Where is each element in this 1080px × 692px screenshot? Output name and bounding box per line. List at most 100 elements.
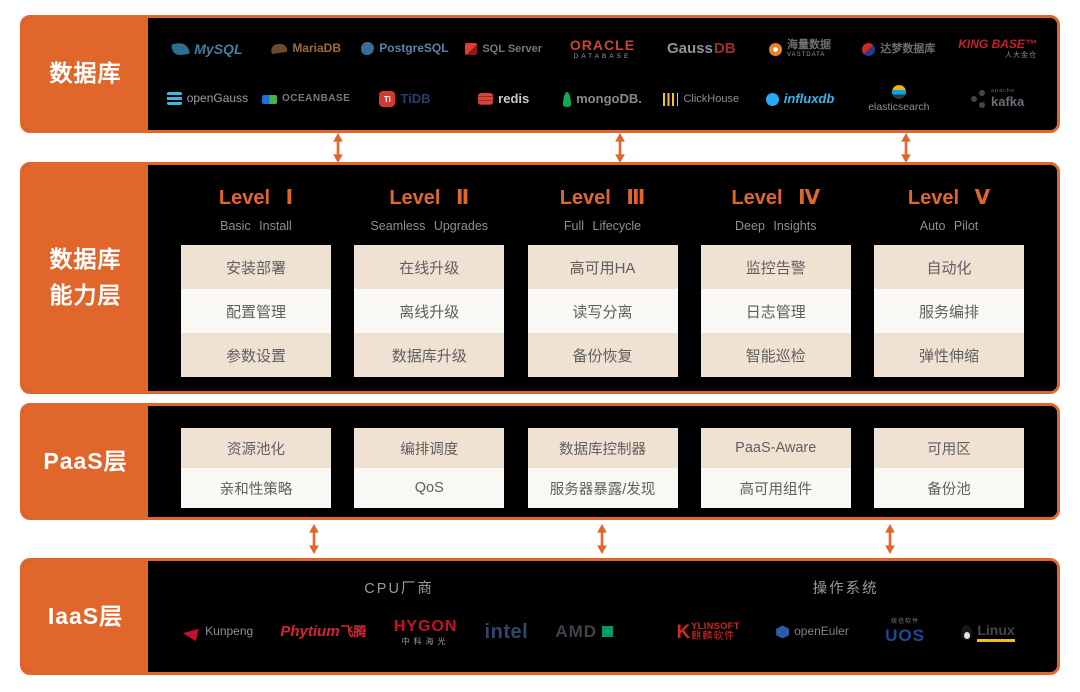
tidb-main-text: TiDB [400,90,431,106]
double-arrow-icon [882,524,898,554]
double-arrow-icon [330,133,346,163]
clickhouse-main-text: ClickHouse [683,92,740,105]
postgresql-logo: PostgreSQL [361,41,449,56]
capability-cell: 高可用HA [527,245,678,289]
intel-main-text: intel [484,620,529,643]
phytium-main-text: Phytium [280,623,340,641]
kafka-main-text: kafka [990,93,1025,109]
uos-subtext: 统信软件 [891,618,920,625]
phytium-secondary-text: 飞腾 [340,624,367,640]
mysql-wordmark: MySQL [194,41,242,57]
kingbase-main-text: KING BASE™ [958,37,1037,52]
redis-logo: redis [478,91,529,107]
paas-cell: QoS [354,468,505,508]
kafka-icon [970,96,977,102]
iaas-layer-label: IaaS层 [23,561,148,672]
database-layer-label: 数据库 [23,18,148,130]
capability-cell: 服务编排 [874,289,1024,333]
oracle-main-text: ORACLE [569,37,636,54]
tidb-wordmark: TiDB [400,90,431,107]
uos-main-text: UOS [885,625,925,645]
tidb-icon: Ti [379,91,396,107]
vastdata-main-text: 海量数据 [787,39,832,52]
kylinsoft-icon: K [677,623,691,642]
sqlserver-main-text: SQL Server [482,42,543,55]
redis-wordmark: redis [498,91,529,107]
openeuler-wordmark: openEuler [794,624,849,639]
oceanbase-wordmark: OCEANBASE [282,93,350,105]
paas-cell: 编排调度 [354,428,505,468]
mariadb-wordmark: MariaDB [292,41,341,56]
openeuler-main-text: openEuler [794,624,849,639]
kylinsoft-main-text: YLINSOFT [691,621,740,632]
level-subtitle: Auto Pilot [919,219,979,233]
amd-logo: AMD [555,622,614,642]
clickhouse-icon [663,92,679,106]
mongodb-logo: mongoDB. [563,90,642,107]
elasticsearch-logo: elasticsearch [868,84,929,113]
kingbase-subtext: 人大金仓 [1004,51,1037,59]
level-subtitle: Seamless Upgrades [370,219,489,233]
paas-cell: 服务器暴露/发现 [527,468,678,508]
level-cells: 在线升级离线升级数据库升级 [354,245,505,377]
hygon-subtext: 中科海光 [401,636,450,646]
influxdb-main-text: influxdb [783,90,835,106]
capability-cell: 配置管理 [181,289,331,333]
capability-cell: 参数设置 [181,333,331,377]
postgresql-main-text: PostgreSQL [379,41,449,56]
influxdb-icon [765,92,779,106]
level-cells: 安装部署配置管理参数设置 [181,245,331,377]
arrow-row-bottom [0,524,1080,554]
kunpeng-logo: Kunpeng [183,622,254,642]
iaas-group-heading: CPU厂商 [364,581,434,597]
mongodb-main-text: mongoDB. [576,90,642,106]
arrow-row-top [0,133,1080,163]
mysql-icon [171,41,191,57]
oracle-subtext: DATABASE [573,53,632,61]
capability-layer-label-line1: 数据库 [49,246,122,273]
vastdata-icon [769,42,783,56]
capability-cell: 备份恢复 [527,333,678,377]
kunpeng-wordmark: Kunpeng [205,624,254,639]
capability-cell: 自动化 [874,245,1024,289]
opengauss-wordmark: openGauss [187,91,248,106]
level-title: Level Ⅲ [559,187,646,209]
influxdb-logo: influxdb [765,90,835,107]
kylinsoft-subtext: 麒麟软件 [691,631,736,643]
level-subtitle: Full Lifecycle [563,219,642,233]
double-arrow-icon [612,133,628,163]
mariadb-logo: MariaDB [270,41,341,56]
mysql-main-text: MySQL [194,40,243,57]
dm-main-text: 达梦数据库 [880,42,936,55]
kunpeng-main-text: Kunpeng [205,624,254,639]
elasticsearch-wordmark: elasticsearch [868,101,929,113]
vastdata-subtext: VASTDATA [787,51,826,58]
capability-cell: 数据库升级 [354,333,505,377]
intel-logo: intel [485,621,529,644]
openeuler-logo: openEuler [776,624,849,639]
capability-cell: 弹性伸缩 [874,333,1024,377]
